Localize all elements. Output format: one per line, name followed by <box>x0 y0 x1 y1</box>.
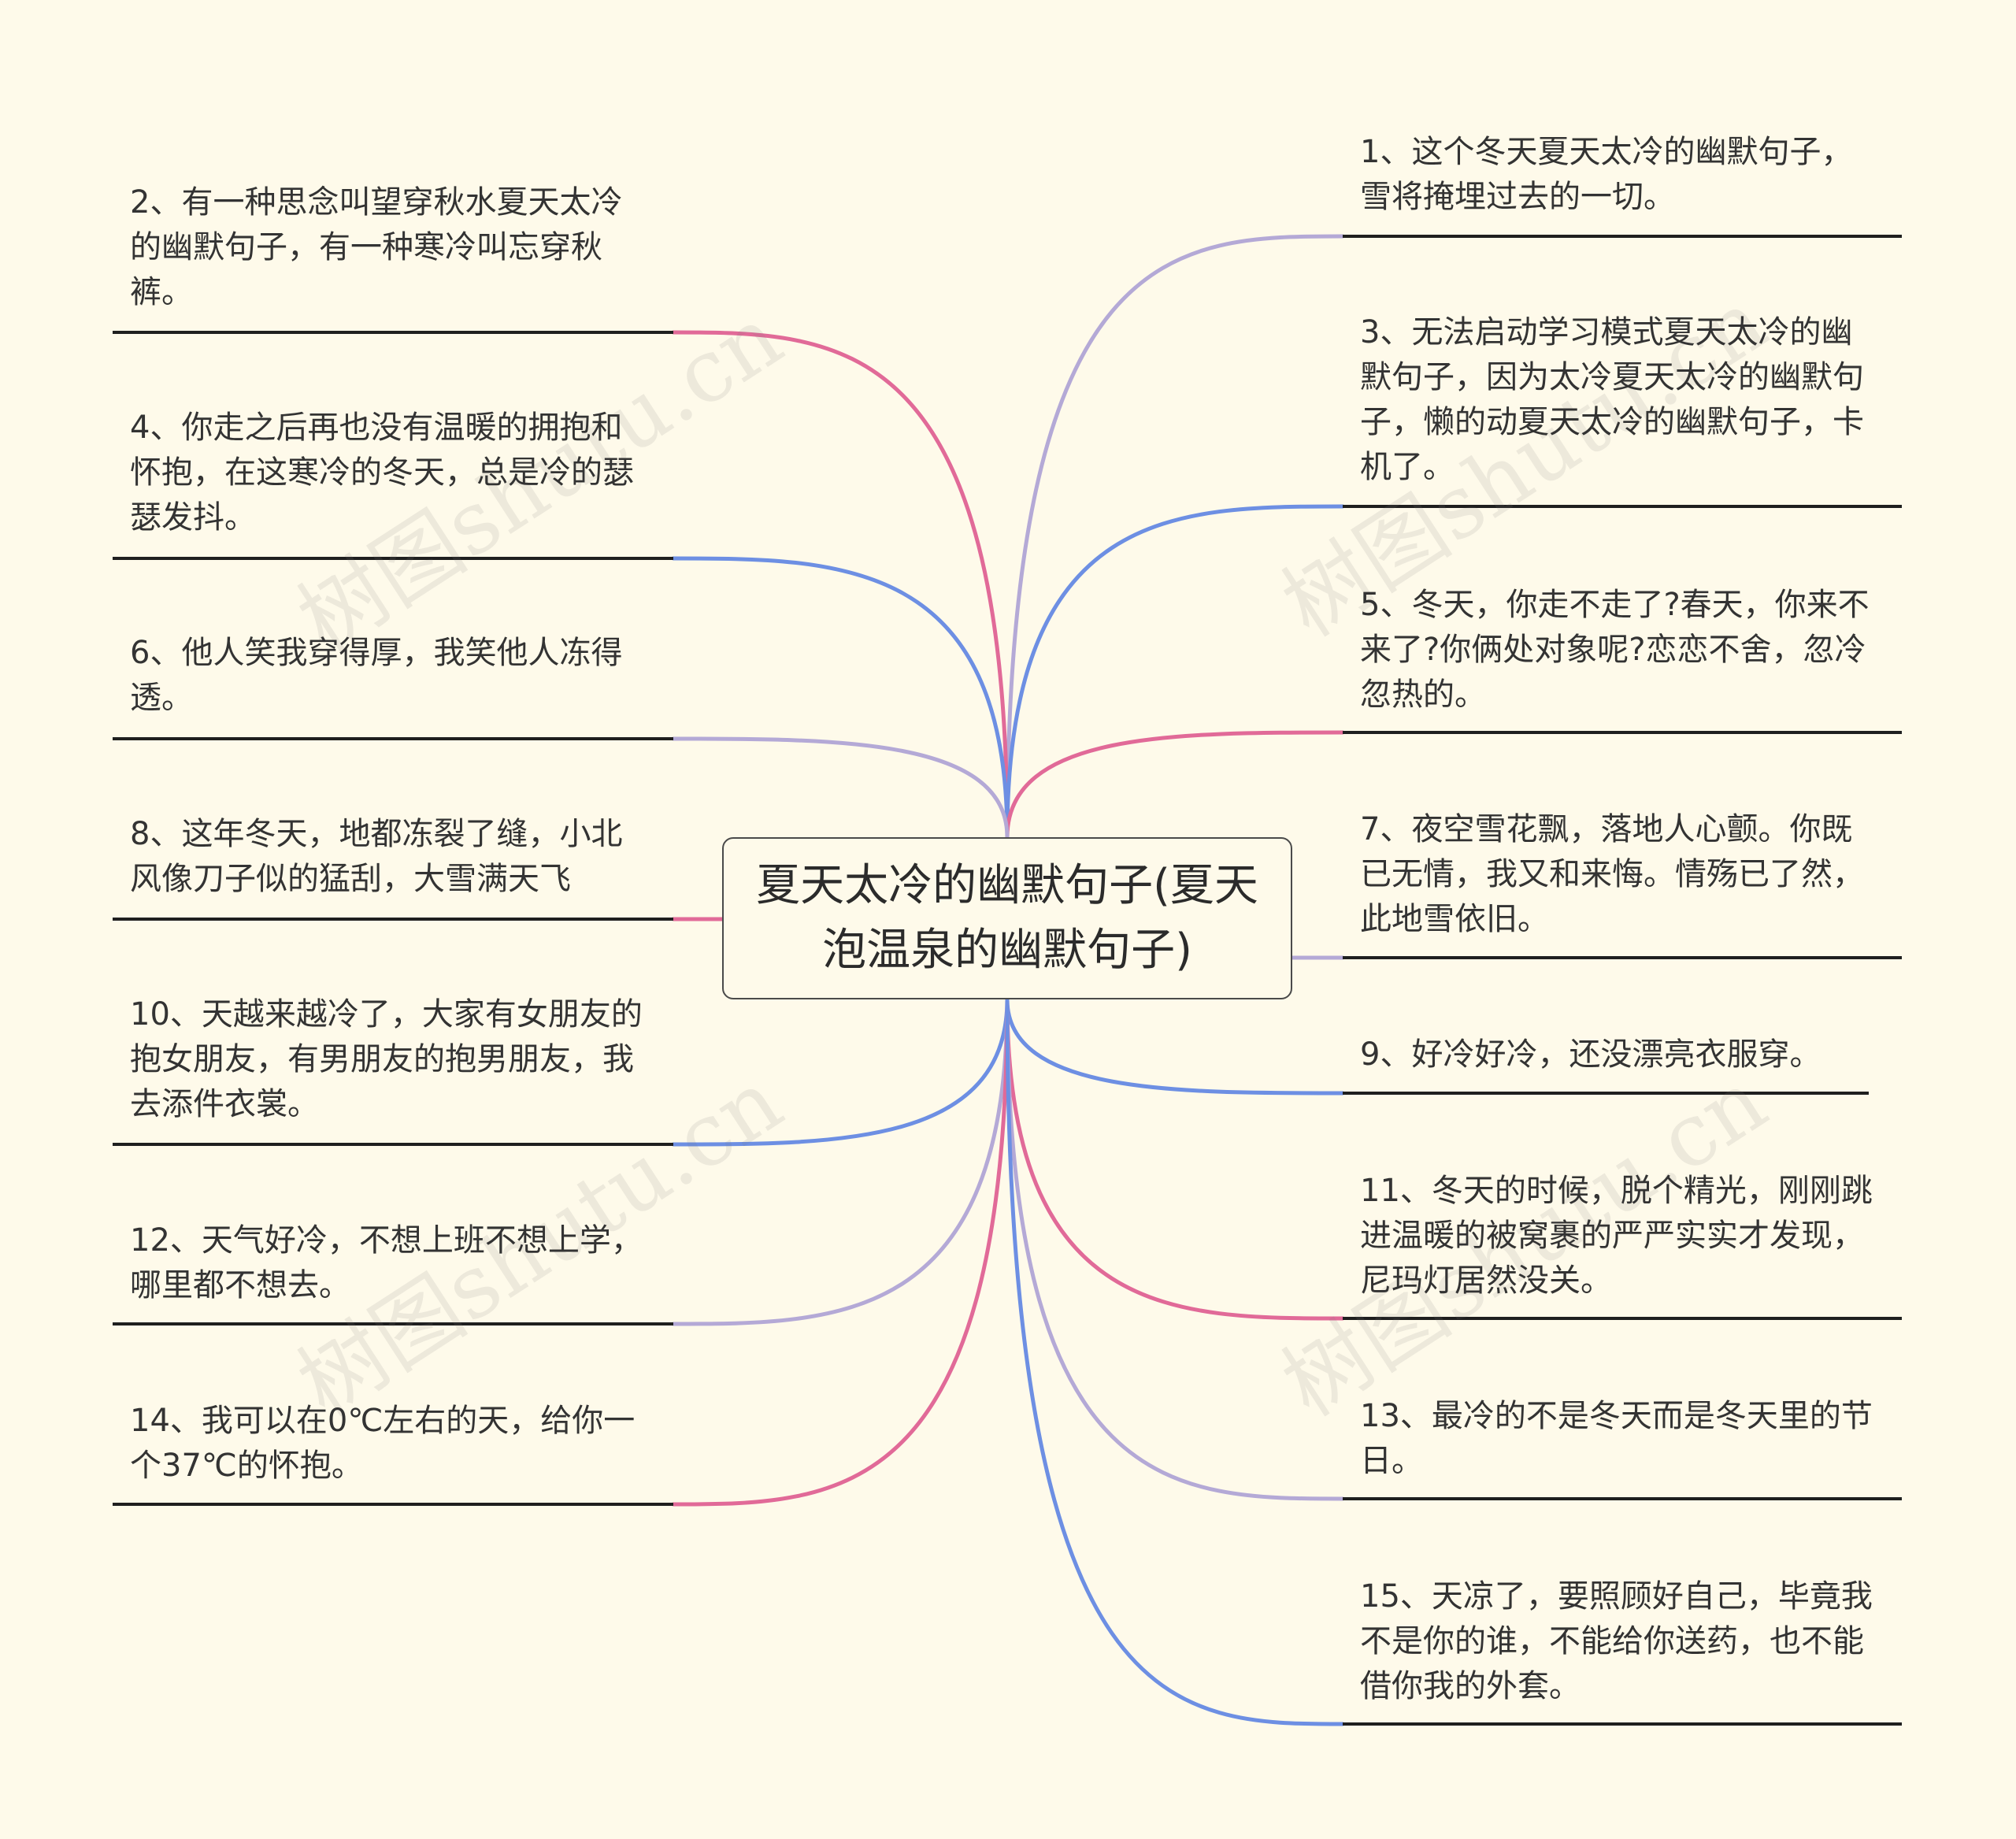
branch-item-15[interactable]: 15、天凉了，要照顾好自己，毕竟我不是你的谁，不能给你送药，也不能借你我的外套。 <box>1360 1578 1873 1704</box>
connector-3 <box>1005 504 1345 840</box>
branch-item-1[interactable]: 1、这个冬天夏天太冷的幽默句子，雪将掩埋过去的一切。 <box>1360 134 1853 215</box>
branch-item-11[interactable]: 11、冬天的时候，脱个精光，刚刚跳进温暖的被窝裹的严严实实才发现，尼玛灯居然没关… <box>1360 1173 1873 1299</box>
connector-2 <box>671 330 1010 840</box>
branch-item-13[interactable]: 13、最冷的不是冬天而是冬天里的节日。 <box>1360 1398 1873 1479</box>
connector-1 <box>1005 234 1345 840</box>
branch-item-12[interactable]: 12、天气好冷，不想上班不想上学，哪里都不想去。 <box>130 1222 643 1303</box>
connector-15 <box>1005 997 1345 1726</box>
branch-item-14[interactable]: 14、我可以在0℃左右的天，给你一个37℃的怀抱。 <box>130 1403 636 1484</box>
connector-14 <box>671 997 1010 1507</box>
central-topic[interactable]: 夏天太冷的幽默句子(夏天泡温泉的幽默句子) <box>722 837 1292 999</box>
branch-item-2[interactable]: 2、有一种思念叫望穿秋水夏天太冷的幽默句子，有一种寒冷叫忘穿秋裤。 <box>130 184 623 310</box>
connector-11 <box>1005 997 1345 1321</box>
connector-6 <box>671 736 1010 840</box>
connector-5 <box>1005 730 1345 840</box>
branch-item-7[interactable]: 7、夜空雪花飘，落地人心颤。你既已无情，我又和来悔。情殇已了然，此地雪依旧。 <box>1360 811 1864 937</box>
connector-9 <box>1005 997 1345 1096</box>
connector-10 <box>671 997 1010 1147</box>
branch-item-6[interactable]: 6、他人笑我穿得厚，我笑他人冻得透。 <box>130 635 623 716</box>
connector-12 <box>671 997 1010 1326</box>
branch-item-8[interactable]: 8、这年冬天，地都冻裂了缝，小北风像刀子似的猛刮，大雪满天飞 <box>130 816 623 897</box>
branch-item-9[interactable]: 9、好冷好冷，还没漂亮衣服穿。 <box>1360 1036 1821 1073</box>
connector-13 <box>1005 997 1345 1501</box>
connector-4 <box>671 556 1010 840</box>
central-topic-label: 夏天太冷的幽默句子(夏天泡温泉的幽默句子) <box>756 860 1258 976</box>
branch-item-4[interactable]: 4、你走之后再也没有温暖的拥抱和怀抱，在这寒冷的冬天，总是冷的瑟瑟发抖。 <box>130 410 634 536</box>
branch-item-5[interactable]: 5、冬天，你走不走了?春天，你来不来了?你俩处对象呢?恋恋不舍，忽冷忽热的。 <box>1360 587 1870 713</box>
branch-item-10[interactable]: 10、天越来越冷了，大家有女朋友的抱女朋友，有男朋友的抱男朋友，我去添件衣裳。 <box>130 996 643 1122</box>
branch-item-3[interactable]: 3、无法启动学习模式夏天太冷的幽默句子，因为太冷夏天太冷的幽默句子，懒的动夏天太… <box>1360 314 1864 485</box>
